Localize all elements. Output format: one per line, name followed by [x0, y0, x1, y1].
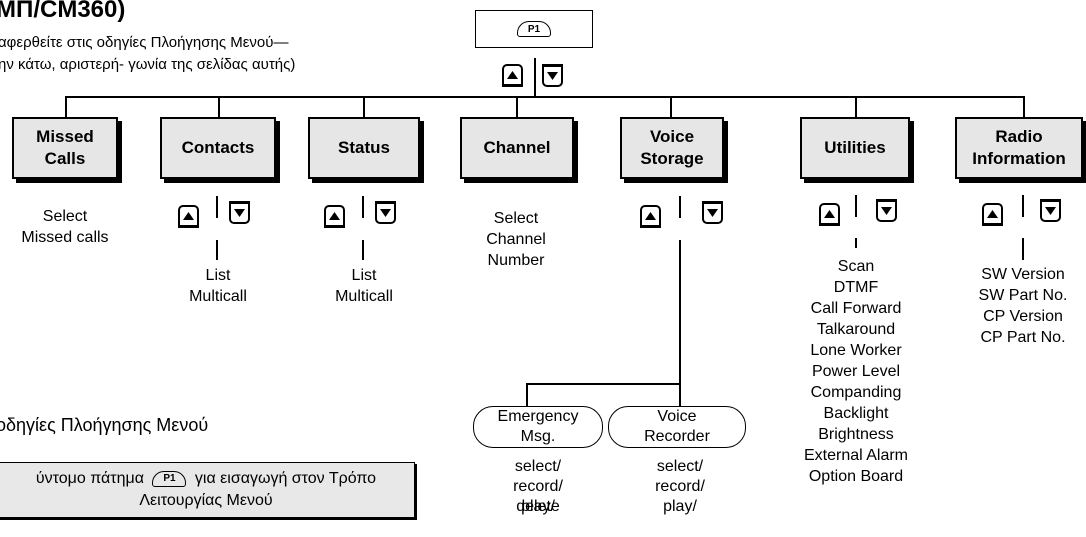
- utilities-item: Power Level: [811, 363, 901, 380]
- p1-key-icon[interactable]: P1: [517, 21, 551, 37]
- up-arrow-icon[interactable]: [502, 64, 523, 87]
- menu-voice-storage[interactable]: Voice Storage: [620, 117, 724, 179]
- connector: [1022, 195, 1024, 217]
- recorder-action-2: record/: [655, 478, 705, 495]
- connector: [65, 96, 67, 118]
- utilities-item: DTMF: [833, 279, 879, 296]
- emergency-action-4-label: delete: [516, 498, 560, 515]
- intro-line-2: ην κάτω, αριστερή- γωνία της σελίδας αυτ…: [0, 56, 296, 73]
- contacts-detail-1: List: [205, 267, 231, 284]
- connector: [218, 96, 220, 118]
- p1-key-icon[interactable]: P1: [152, 470, 187, 487]
- connector: [855, 195, 857, 217]
- connector: [679, 196, 681, 218]
- voice-recorder-option[interactable]: Voice Recorder: [608, 406, 746, 448]
- emergency-action-3: play/: [521, 498, 555, 515]
- radio-info-item: SW Version: [981, 266, 1065, 283]
- intro-line-1: αφερθείτε στις οδηγίες Πλοήγησης Μενού—: [0, 34, 289, 51]
- emergency-action-1: select/: [514, 458, 562, 475]
- utilities-item: Talkaround: [816, 321, 896, 338]
- menu-bar-line: [65, 96, 1025, 98]
- recorder-action-3: play/: [663, 498, 697, 515]
- connector: [526, 383, 681, 385]
- radio-info-item: CP Version: [983, 308, 1063, 325]
- connector: [362, 196, 364, 218]
- recorder-action-1: select/: [656, 458, 704, 475]
- nav-text-after: για εισαγωγή στον Τρόπο: [194, 470, 377, 487]
- nav-text-before: ύντομο πάτημα: [35, 470, 144, 487]
- p1-key-box: P1: [475, 10, 593, 48]
- connector: [362, 240, 364, 260]
- utilities-list: Scan DTMF Call Forward Talkaround Lone W…: [786, 256, 926, 487]
- connector: [679, 383, 681, 407]
- utilities-item: Scan: [837, 258, 875, 275]
- utilities-item: Call Forward: [810, 300, 902, 317]
- radio-info-item: SW Part No.: [978, 287, 1068, 304]
- menu-status[interactable]: Status: [308, 117, 420, 179]
- radio-info-item: CP Part No.: [980, 329, 1066, 346]
- emergency-msg-option[interactable]: Emergency Msg.: [473, 406, 603, 448]
- missed-calls-detail-2: Missed calls: [21, 229, 109, 246]
- up-arrow-icon[interactable]: [178, 205, 199, 228]
- menu-radio-information[interactable]: Radio Information: [955, 117, 1083, 179]
- contacts-detail-2: Multicall: [189, 288, 247, 305]
- utilities-item: Backlight: [823, 405, 889, 422]
- connector: [1023, 96, 1025, 118]
- nav-line-2: Λειτουργίας Μενού: [139, 492, 273, 509]
- channel-detail-1: Select: [493, 210, 539, 227]
- status-detail-2: Multicall: [335, 288, 393, 305]
- channel-detail-2: Channel: [486, 231, 546, 248]
- connector: [855, 96, 857, 118]
- nav-instructions-box: ύντομο πάτημα P1 για εισαγωγή στον Τρόπο…: [0, 462, 415, 518]
- utilities-item: Brightness: [818, 426, 894, 443]
- down-arrow-icon[interactable]: [375, 201, 396, 224]
- up-arrow-icon[interactable]: [640, 205, 661, 228]
- utilities-item: External Alarm: [803, 447, 909, 464]
- utilities-item: Option Board: [808, 468, 904, 485]
- connector: [670, 96, 672, 118]
- up-arrow-icon[interactable]: [982, 203, 1003, 226]
- utilities-item: Companding: [810, 384, 902, 401]
- channel-detail-3: Number: [487, 252, 545, 269]
- emergency-msg-label: Emergency Msg.: [497, 408, 579, 445]
- up-arrow-icon[interactable]: [819, 203, 840, 226]
- up-arrow-icon[interactable]: [324, 205, 345, 228]
- status-detail-1: List: [351, 267, 377, 284]
- connector: [1022, 238, 1024, 260]
- down-arrow-icon[interactable]: [229, 201, 250, 224]
- connector: [526, 383, 528, 407]
- emergency-action-4: delete: [488, 498, 588, 521]
- nav-heading: οδηγίες Πλοήγησης Μενού: [0, 415, 209, 435]
- menu-contacts[interactable]: Contacts: [160, 117, 276, 179]
- connector: [363, 96, 365, 118]
- connector: [216, 196, 218, 218]
- connector: [534, 58, 536, 96]
- emergency-action-2: record/: [513, 478, 563, 495]
- down-arrow-icon[interactable]: [702, 201, 723, 224]
- connector: [679, 240, 681, 384]
- page-title: ΜΠ/CM360): [0, 0, 126, 23]
- nav-line-1: ύντομο πάτημα P1 για εισαγωγή στον Τρόπο: [0, 468, 414, 490]
- missed-calls-detail-1: Select: [42, 208, 88, 225]
- menu-utilities[interactable]: Utilities: [800, 117, 910, 179]
- down-arrow-icon[interactable]: [1040, 199, 1061, 222]
- menu-channel[interactable]: Channel: [460, 117, 574, 179]
- utilities-item: Lone Worker: [810, 342, 902, 359]
- connector: [855, 238, 857, 248]
- menu-missed-calls[interactable]: Missed Calls: [12, 117, 118, 179]
- voice-recorder-label: Voice Recorder: [644, 408, 710, 445]
- connector: [516, 96, 518, 118]
- down-arrow-icon[interactable]: [542, 64, 563, 87]
- connector: [216, 240, 218, 260]
- down-arrow-icon[interactable]: [876, 199, 897, 222]
